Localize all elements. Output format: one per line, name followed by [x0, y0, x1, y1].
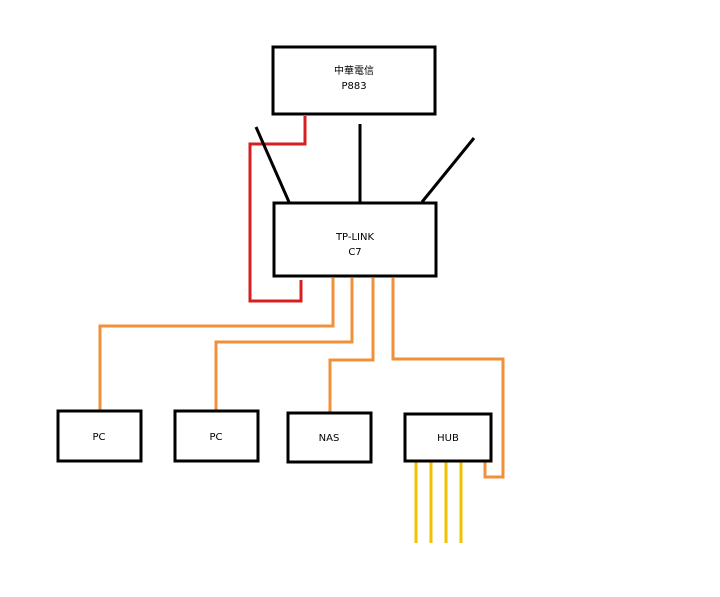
router-node: TP-LINK C7 — [272, 201, 438, 278]
modem-label-line1: 中華電信 — [334, 64, 374, 77]
nas-node: NAS — [286, 411, 373, 464]
hub-box — [403, 412, 493, 463]
pc-node-2: PC — [173, 409, 260, 463]
wan-cable — [248, 116, 307, 303]
router-label-line2: C7 — [348, 247, 361, 258]
lan-cable-hub — [391, 278, 505, 479]
nas-label: NAS — [319, 433, 340, 444]
hub-ports — [414, 462, 463, 543]
modem-box — [271, 45, 437, 116]
modem-node: 中華電信 P883 — [271, 45, 437, 116]
pc-label-1: PC — [92, 432, 105, 443]
pc-box-2 — [173, 409, 260, 463]
antenna-right — [420, 137, 476, 203]
router-box — [272, 201, 438, 278]
pc-label-2: PC — [209, 432, 222, 443]
antenna-left — [254, 126, 291, 203]
router-label-line1: TP-LINK — [335, 232, 375, 243]
lan-cable-pc2 — [214, 278, 354, 410]
lan-cable-pc1 — [98, 278, 335, 410]
lan-cable-nas — [328, 278, 375, 412]
pc-node-1: PC — [56, 409, 143, 463]
pc-box-1 — [56, 409, 143, 463]
nas-box — [286, 411, 373, 464]
hub-node: HUB — [403, 412, 493, 463]
hub-label: HUB — [437, 433, 459, 444]
modem-label-line2: P883 — [341, 81, 366, 92]
